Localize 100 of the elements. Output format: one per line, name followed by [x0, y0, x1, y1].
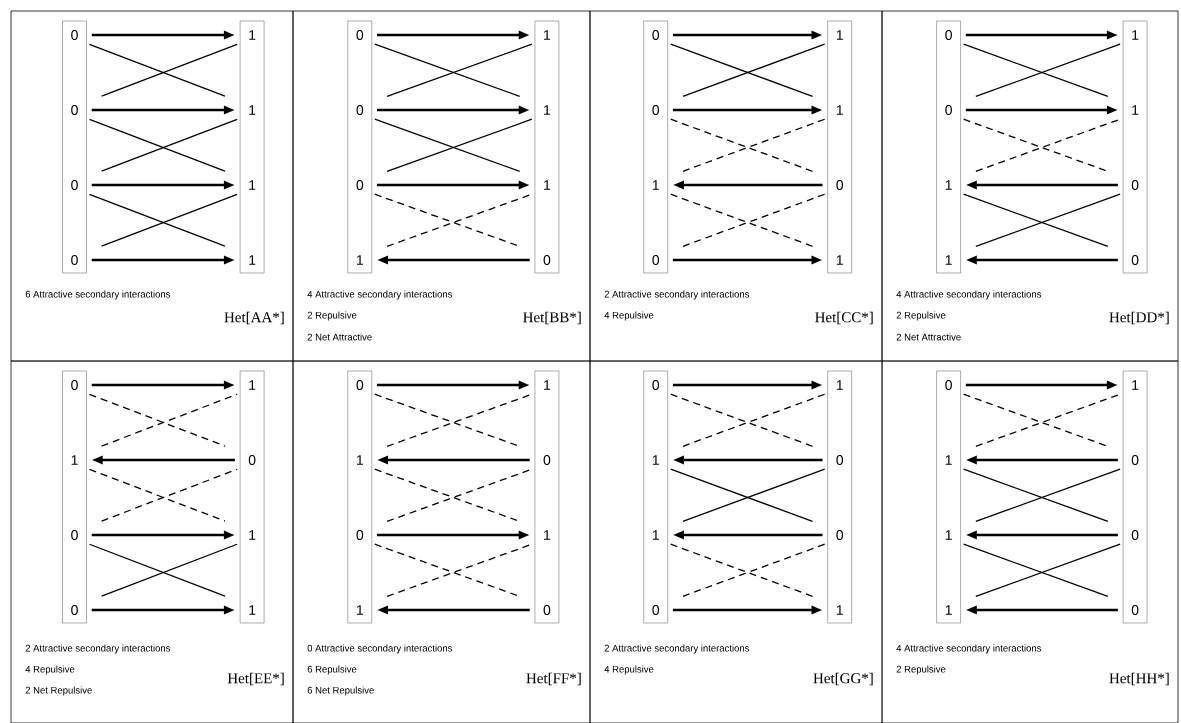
digit: 0 [1131, 605, 1139, 615]
interaction-line [682, 393, 826, 447]
digit-column [827, 370, 852, 624]
interaction-line [682, 193, 826, 247]
digit: 1 [836, 30, 843, 40]
interaction-note: 6 Repulsive [307, 665, 357, 675]
digit: 0 [652, 105, 660, 115]
digit: 1 [945, 605, 952, 615]
digit: 1 [1132, 30, 1139, 40]
digit: 0 [652, 605, 660, 615]
digit: 0 [652, 255, 660, 265]
digit: 0 [71, 255, 78, 265]
digit-column [534, 370, 560, 624]
interaction-note: 6 Net Repulsive [307, 686, 374, 696]
interaction-line [88, 118, 226, 172]
interaction-line [682, 118, 826, 172]
interaction-line [88, 543, 226, 597]
array-label: Het[HH*] [1109, 672, 1169, 686]
digit-column [347, 20, 373, 274]
interaction-line [963, 43, 1109, 97]
digit: 1 [652, 455, 659, 465]
interaction-note: 4 Attractive secondary interactions [896, 644, 1042, 654]
interaction-line [386, 118, 533, 173]
digit: 0 [356, 30, 364, 40]
interaction-line [101, 543, 238, 597]
digit-column [62, 20, 87, 274]
digit: 1 [249, 180, 256, 190]
interaction-line [101, 468, 238, 522]
digit: 0 [945, 380, 952, 390]
digit: 1 [1132, 380, 1139, 390]
digit: 1 [945, 530, 952, 540]
array-label: Het[BB*] [523, 311, 581, 325]
digit: 0 [71, 380, 78, 390]
interaction-line [101, 43, 238, 97]
interaction-line [975, 118, 1121, 172]
digit: 0 [1131, 180, 1139, 190]
digit-column [936, 370, 961, 624]
array-label: Het[EE*] [227, 672, 284, 686]
interaction-line [975, 193, 1121, 247]
digit: 0 [356, 180, 364, 190]
interaction-line [88, 193, 226, 247]
digit: 0 [836, 530, 844, 540]
digit: 0 [543, 255, 551, 265]
interaction-note: 4 Attractive secondary interactions [307, 290, 453, 300]
interaction-note: 4 Repulsive [604, 665, 654, 675]
digit-column [239, 370, 265, 624]
interaction-line [682, 468, 826, 522]
digit: 0 [1131, 455, 1139, 465]
digit: 0 [945, 105, 952, 115]
interaction-line [101, 193, 238, 247]
digit: 0 [945, 30, 952, 40]
digit: 1 [1132, 105, 1139, 115]
digit: 0 [652, 380, 660, 390]
interaction-line [975, 393, 1121, 447]
digit: 0 [1131, 530, 1139, 540]
interaction-note: 2 Repulsive [896, 311, 946, 321]
interaction-line [101, 393, 238, 447]
array-label: Het[FF*] [526, 672, 581, 686]
digit: 0 [652, 30, 660, 40]
digit: 0 [356, 105, 364, 115]
interaction-line [963, 118, 1109, 172]
interaction-line [88, 393, 226, 447]
digit-column [936, 20, 961, 274]
digit: 0 [71, 530, 78, 540]
digit: 1 [249, 255, 256, 265]
digit-column [1122, 20, 1148, 274]
interaction-line [682, 43, 826, 97]
interaction-note: 2 Net Repulsive [25, 686, 92, 696]
interaction-line [88, 43, 226, 97]
digit: 0 [71, 180, 78, 190]
digit-column [827, 20, 852, 274]
digit: 1 [544, 380, 551, 390]
digit: 1 [71, 455, 78, 465]
interaction-note: 2 Net Attractive [896, 333, 961, 341]
interaction-line [88, 468, 226, 522]
digit: 1 [357, 255, 363, 265]
digit: 1 [945, 255, 952, 265]
interaction-note: 2 Attractive secondary interactions [604, 290, 750, 300]
interaction-line [374, 43, 521, 98]
digit: 0 [1131, 255, 1139, 265]
digit: 1 [544, 180, 551, 190]
digit: 1 [836, 255, 843, 265]
interaction-line [963, 193, 1109, 247]
digit: 0 [71, 605, 78, 615]
digit: 0 [356, 380, 364, 390]
interaction-note: 6 Attractive secondary interactions [25, 290, 171, 300]
digit: 0 [836, 180, 844, 190]
interaction-note: 4 Repulsive [25, 665, 75, 675]
array-label: Het[AA*] [224, 311, 284, 325]
interaction-line [975, 43, 1121, 97]
interaction-line [386, 43, 533, 98]
digit: 0 [543, 455, 551, 465]
digit-column [643, 370, 668, 624]
interaction-line [101, 118, 238, 172]
interaction-line [670, 43, 814, 97]
digit: 1 [652, 180, 659, 190]
digit: 1 [836, 380, 843, 390]
digit: 0 [71, 30, 78, 40]
interaction-line [682, 543, 826, 597]
digit: 1 [836, 105, 843, 115]
